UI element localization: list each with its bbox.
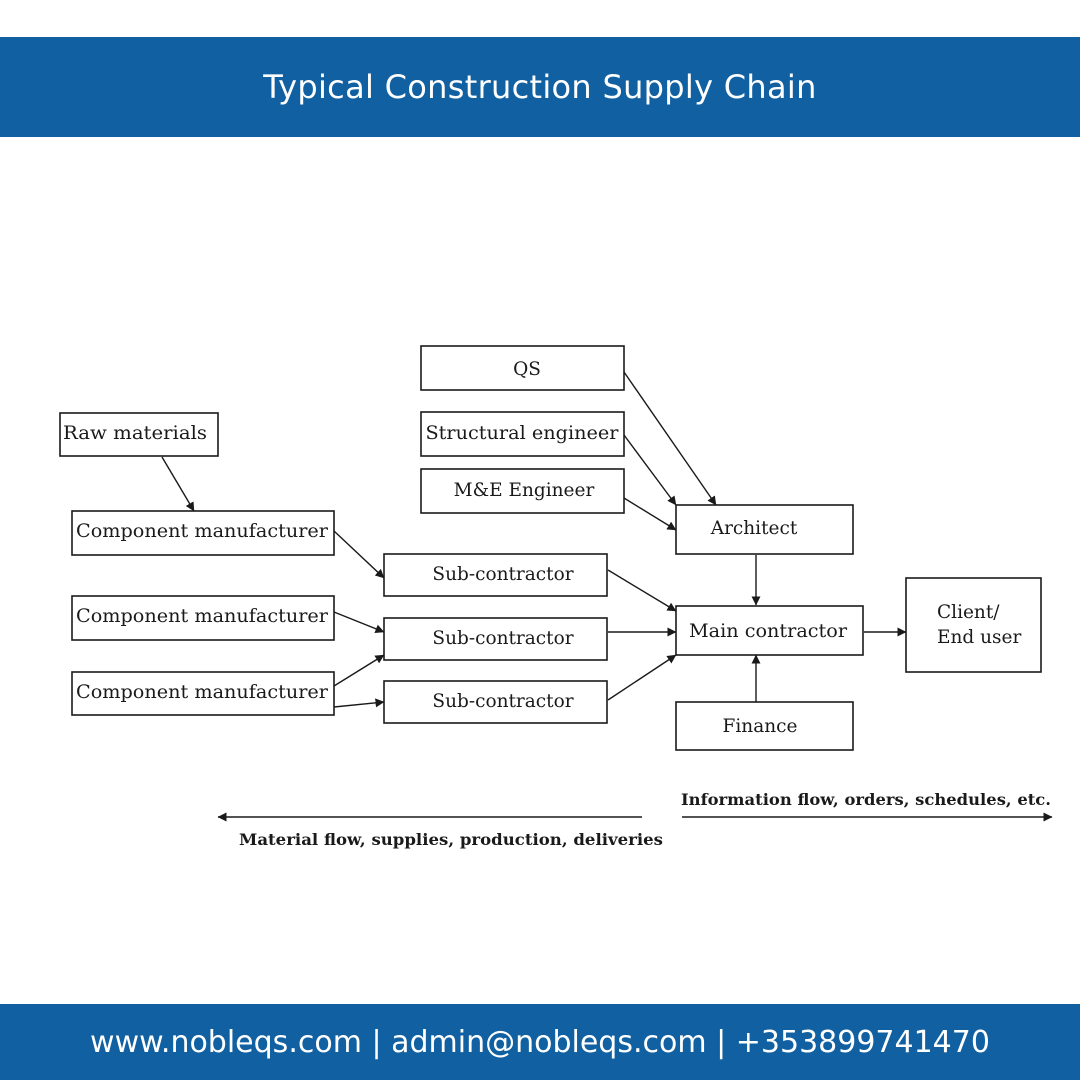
node-finance-label: Finance	[723, 716, 798, 737]
node-component-manufacturer-2-label: Component manufacturer	[76, 606, 328, 627]
node-component-manufacturer-1: Component manufacturer	[71, 510, 335, 556]
edges	[161, 371, 907, 708]
edge-manufacturer-2-to-sub-2	[333, 611, 385, 634]
node-me-engineer: M&E Engineer	[420, 468, 625, 514]
node-component-manufacturer-3: Component manufacturer	[71, 671, 335, 716]
flow-legend: Information flow, orders, schedules, etc…	[217, 790, 1053, 849]
node-client: Client/ End user	[905, 577, 1042, 673]
node-component-manufacturer-2: Component manufacturer	[71, 595, 335, 641]
edge-sub-3-to-main	[607, 654, 677, 701]
node-main-contractor-label: Main contractor	[689, 621, 847, 642]
node-client-label-line2: End user	[937, 627, 1021, 648]
node-sub-contractor-3-label: Sub-contractor	[432, 691, 573, 712]
page-title: Typical Construction Supply Chain	[263, 68, 817, 106]
node-sub-contractor-2: Sub-contractor	[383, 617, 608, 661]
node-finance: Finance	[675, 701, 854, 751]
material-flow-label: Material flow, supplies, production, del…	[239, 830, 663, 849]
node-sub-contractor-2-label: Sub-contractor	[432, 628, 573, 649]
edge-raw-to-manufacturer-1	[161, 456, 195, 512]
node-structural-engineer-label: Structural engineer	[426, 423, 619, 444]
edge-sub-1-to-main	[607, 569, 677, 612]
edge-me-to-architect	[623, 497, 677, 531]
node-sub-contractor-3: Sub-contractor	[383, 680, 608, 724]
node-architect: Architect	[675, 504, 854, 555]
node-qs-label: QS	[513, 359, 541, 380]
footer-contact-info: www.nobleqs.com | admin@nobleqs.com | +3…	[90, 1024, 990, 1060]
node-sub-contractor-1: Sub-contractor	[383, 553, 608, 597]
edge-manufacturer-3-to-sub-3	[333, 698, 385, 708]
node-me-engineer-label: M&E Engineer	[454, 480, 595, 501]
information-flow-label: Information flow, orders, schedules, etc…	[681, 790, 1051, 809]
header-banner: Typical Construction Supply Chain	[0, 37, 1080, 137]
node-main-contractor: Main contractor	[675, 605, 864, 656]
node-raw-materials-label: Raw materials	[63, 423, 207, 444]
node-architect-label: Architect	[710, 518, 798, 539]
edge-manufacturer-3-to-sub-2	[333, 654, 385, 687]
footer-banner: www.nobleqs.com | admin@nobleqs.com | +3…	[0, 1004, 1080, 1080]
node-component-manufacturer-3-label: Component manufacturer	[76, 682, 328, 703]
node-component-manufacturer-1-label: Component manufacturer	[76, 521, 328, 542]
edge-manufacturer-1-to-sub-1	[333, 530, 385, 579]
node-qs: QS	[420, 345, 625, 391]
node-structural-engineer: Structural engineer	[420, 411, 625, 457]
edge-structural-to-architect	[623, 434, 677, 506]
node-raw-materials: Raw materials	[59, 412, 219, 457]
node-client-label-line1: Client/	[937, 602, 1000, 623]
edge-qs-to-architect	[623, 371, 717, 506]
node-sub-contractor-1-label: Sub-contractor	[432, 564, 573, 585]
